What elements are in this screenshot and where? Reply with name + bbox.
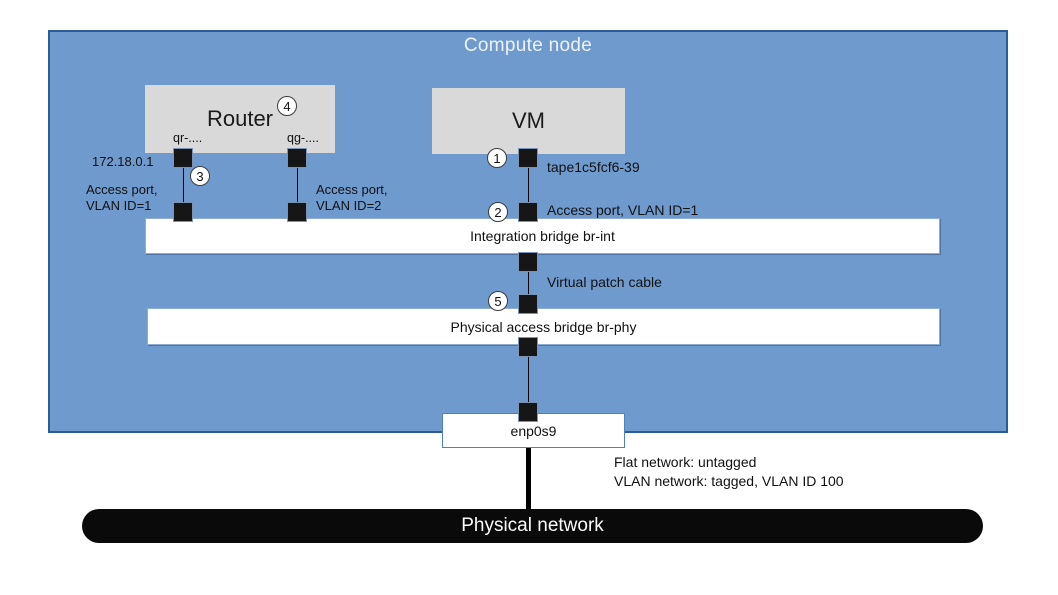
physical-access-bridge-label: Physical access bridge br-phy xyxy=(450,318,637,335)
compute-node-title: Compute node xyxy=(463,35,593,56)
port-vm-tap xyxy=(518,148,538,168)
physical-network-bar: Physical network xyxy=(82,509,983,543)
port-brint-vm xyxy=(518,202,538,222)
port-brint-patch xyxy=(518,252,538,272)
router-port-qr-label: qr-.... xyxy=(173,131,203,145)
integration-bridge-label: Integration bridge br-int xyxy=(470,228,615,244)
router-title: Router xyxy=(206,106,274,131)
link-qr-to-brint xyxy=(183,166,184,204)
nic-label: enp0s9 xyxy=(510,422,557,439)
callout-1: 1 xyxy=(487,148,507,168)
link-qg-to-brint xyxy=(297,166,298,204)
vm-access-port-label: Access port, VLAN ID=1 xyxy=(547,202,699,218)
link-vm-to-brint xyxy=(528,166,529,204)
callout-3: 3 xyxy=(190,166,210,186)
callout-4: 4 xyxy=(277,96,297,116)
link-nic-to-physical-network xyxy=(526,446,531,510)
access-port-vlan1-label: Access port, VLAN ID=1 xyxy=(86,182,158,214)
virtual-patch-cable-label: Virtual patch cable xyxy=(547,274,662,290)
port-nic xyxy=(518,402,538,422)
port-router-qr xyxy=(173,148,193,168)
router-port-qg-label: qg-.... xyxy=(287,131,319,145)
port-brphy-patch xyxy=(518,294,538,314)
router-node: Router xyxy=(145,85,335,153)
integration-bridge: Integration bridge br-int xyxy=(145,218,940,254)
access-port-vlan2-label: Access port, VLAN ID=2 xyxy=(316,182,388,214)
callout-2: 2 xyxy=(488,202,508,222)
physical-access-bridge: Physical access bridge br-phy xyxy=(147,308,940,345)
vm-node: VM xyxy=(432,88,625,154)
network-tagging-label: Flat network: untagged VLAN network: tag… xyxy=(614,454,844,489)
port-router-qg xyxy=(287,148,307,168)
vm-tap-label: tape1c5fcf6-39 xyxy=(547,159,640,175)
callout-5: 5 xyxy=(488,291,508,311)
port-brint-qg xyxy=(287,202,307,222)
router-ip-label: 172.18.0.1 xyxy=(92,154,154,169)
vm-title: VM xyxy=(512,108,545,133)
port-brint-qr xyxy=(173,202,193,222)
link-patch-cable xyxy=(528,270,529,296)
physical-network-label: Physical network xyxy=(461,515,604,536)
link-brphy-to-nic xyxy=(528,355,529,404)
port-brphy-nic xyxy=(518,337,538,357)
